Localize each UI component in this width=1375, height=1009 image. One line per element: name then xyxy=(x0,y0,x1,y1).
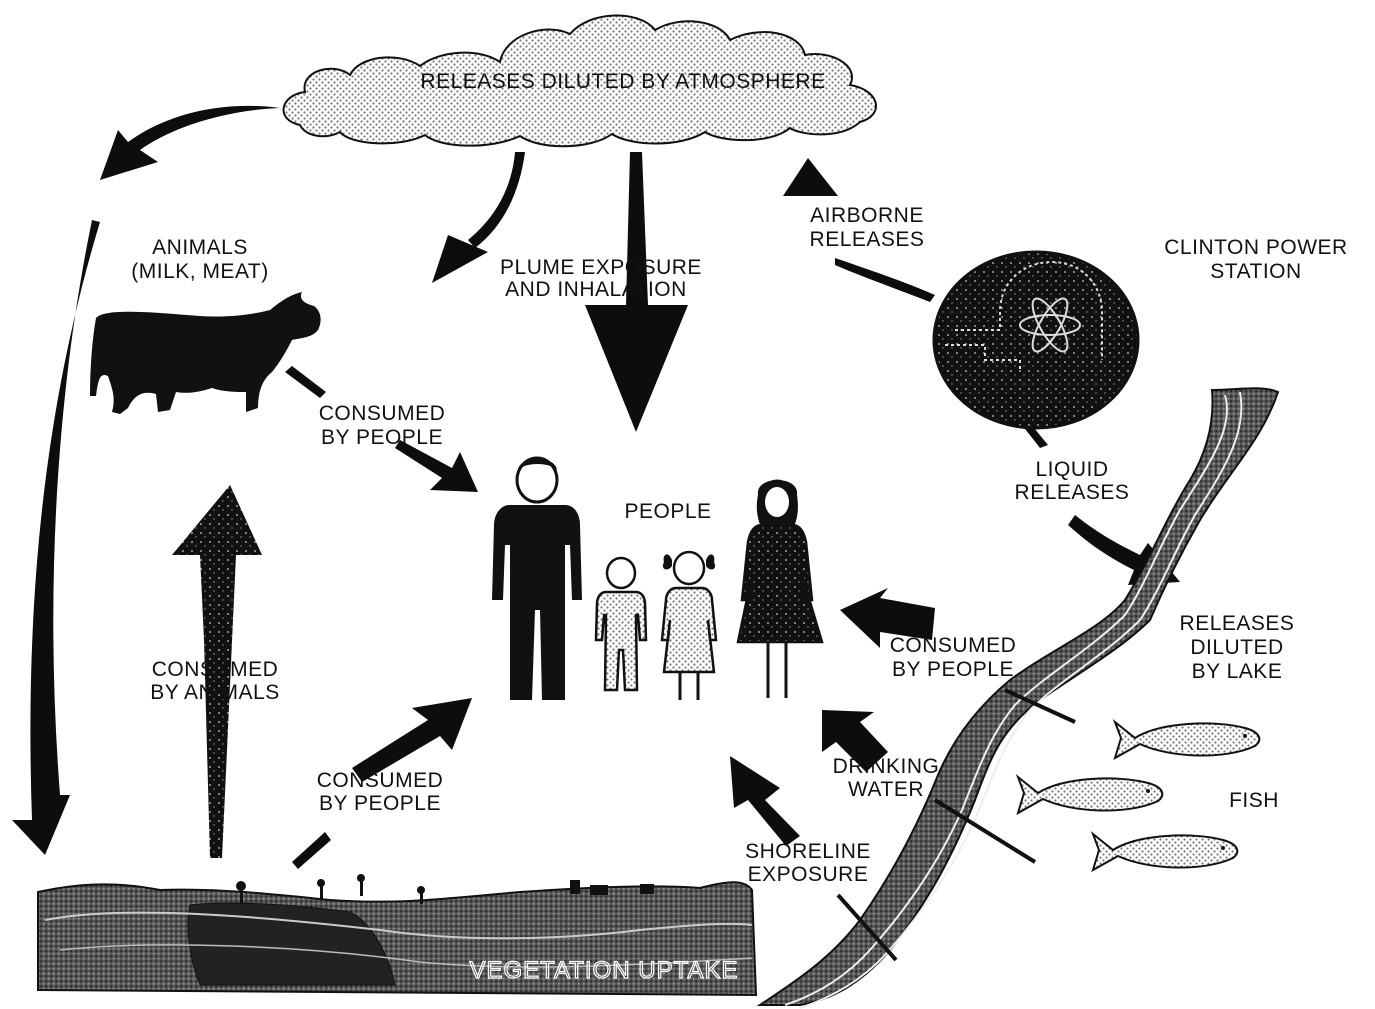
lake-label-3: BY LAKE xyxy=(1192,660,1283,683)
liquid-label-2: RELEASES xyxy=(1015,481,1130,504)
man-figure xyxy=(492,456,582,700)
vegetation-ground: VEGETATION UPTAKE xyxy=(37,874,758,997)
animals-to-people-label-2: BY PEOPLE xyxy=(321,426,443,449)
lake-label-1: RELEASES xyxy=(1180,612,1295,635)
people-group xyxy=(492,456,824,700)
arrow-fish-to-people xyxy=(840,588,935,648)
arrow-veg-to-people-tail xyxy=(292,832,331,869)
station-label-1: CLINTON POWER xyxy=(1164,236,1347,259)
airborne-label-1: AIRBORNE xyxy=(810,204,924,227)
veg-to-people-label-1: CONSUMED xyxy=(317,769,444,792)
arrow-cloud-to-ground xyxy=(100,105,280,180)
fish-to-people-label-1: CONSUMED xyxy=(890,634,1017,657)
arrow-shoreline xyxy=(730,756,800,846)
arrow-plume-down xyxy=(585,152,688,432)
arrow-airborne-head xyxy=(783,158,838,196)
animals-to-people-label-1: CONSUMED xyxy=(319,402,446,425)
shoreline-label-2: EXPOSURE xyxy=(748,863,869,886)
people-label: PEOPLE xyxy=(624,500,711,523)
atmosphere-cloud: RELEASES DILUTED BY ATMOSPHERE xyxy=(282,14,877,148)
drinking-label-2: WATER xyxy=(848,778,924,801)
veg-to-animals-label-2: BY ANIMALS xyxy=(150,681,280,704)
power-station-emblem xyxy=(932,250,1140,430)
vegetation-label: VEGETATION UPTAKE xyxy=(469,957,738,984)
arrow-plume-left-stem xyxy=(468,152,525,248)
station-label-2: STATION xyxy=(1210,260,1301,283)
arrow-left-descent xyxy=(12,220,100,855)
shoreline-label-1: SHORELINE xyxy=(745,840,871,863)
drinking-label-1: DRINKING xyxy=(833,755,940,778)
arrow-airborne-tail xyxy=(835,258,935,302)
arrow-veg-to-animals xyxy=(172,485,262,858)
arrow-veg-to-people xyxy=(352,698,472,782)
animals-label-2: (MILK, MEAT) xyxy=(131,260,268,283)
fish-to-people-label-2: BY PEOPLE xyxy=(892,658,1014,681)
plume-label-2: AND INHALATION xyxy=(505,278,687,301)
arrow-animals-to-people-tail xyxy=(285,366,326,398)
fish-label: FISH xyxy=(1229,789,1279,812)
arrow-animals-to-people xyxy=(395,440,478,492)
lake-river xyxy=(756,387,1280,1009)
airborne-label-2: RELEASES xyxy=(810,228,925,251)
cow-silhouette xyxy=(90,292,321,414)
girl-figure xyxy=(660,550,718,700)
arrow-plume-left-head xyxy=(432,235,488,283)
boy-figure xyxy=(594,556,648,692)
arrow-drinking-water xyxy=(822,710,888,772)
lake-label-2: DILUTED xyxy=(1190,636,1283,659)
liquid-label-1: LIQUID xyxy=(1035,458,1108,481)
veg-to-people-label-2: BY PEOPLE xyxy=(319,792,441,815)
veg-to-animals-label-1: CONSUMED xyxy=(152,658,279,681)
animals-label-1: ANIMALS xyxy=(152,236,248,259)
plume-label-1: PLUME EXPOSURE xyxy=(500,256,702,279)
woman-figure xyxy=(736,479,824,698)
atmosphere-label: RELEASES DILUTED BY ATMOSPHERE xyxy=(420,70,825,93)
fish-group xyxy=(1015,718,1261,873)
